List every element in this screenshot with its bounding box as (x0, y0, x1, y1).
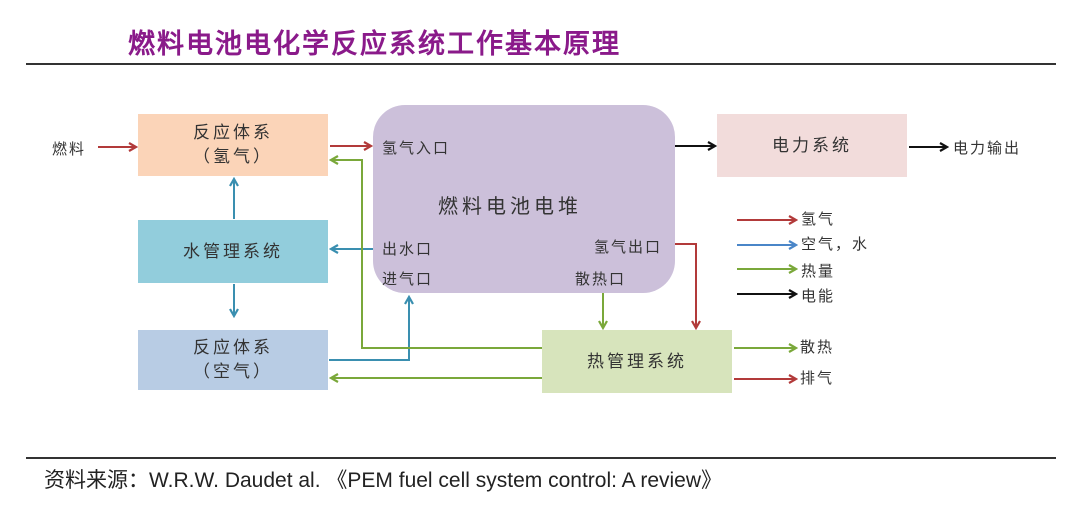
stack-label: 燃料电池电堆 (438, 194, 582, 218)
power-system: 电力系统 (717, 114, 907, 177)
legend-air-water-label: 空气，水 (801, 235, 870, 253)
legend-hydrogen-label: 氢气 (801, 210, 836, 228)
exhaust-label: 排气 (800, 369, 835, 387)
page-title: 燃料电池电化学反应系统工作基本原理 (128, 29, 621, 60)
reaction-hydrogen-line2: （氢气） (193, 147, 273, 167)
reaction-air-line2: （空气） (193, 362, 273, 382)
arrow-air-to-inlet (329, 297, 409, 361)
water-management-system: 水管理系统 (138, 220, 328, 283)
air-inlet-label: 进气口 (382, 270, 434, 288)
arrow-thermal-to-reaction-h2 (331, 160, 542, 349)
legend-heat-label: 热量 (801, 262, 836, 280)
title-divider (26, 63, 1056, 65)
legend-electric-label: 电能 (801, 287, 836, 305)
fuel-cell-stack (373, 105, 675, 293)
arrow-h2-outlet-to-thermal (675, 243, 696, 328)
hydrogen-inlet-label: 氢气入口 (382, 139, 451, 157)
heat-dissipation-label: 散热 (800, 338, 835, 356)
source-note: 资料来源：W.R.W. Daudet al. 《PEM fuel cell sy… (44, 464, 722, 494)
source-text: W.R.W. Daudet al. 《PEM fuel cell system … (149, 469, 723, 492)
fuel-input-label: 燃料 (52, 140, 87, 158)
thermal-management-label: 热管理系统 (587, 351, 687, 372)
water-outlet-label: 出水口 (382, 240, 434, 258)
heat-outlet-label: 散热口 (575, 270, 627, 288)
hydrogen-outlet-label: 氢气出口 (594, 238, 663, 256)
reaction-air-line1: 反应体系 (193, 338, 273, 358)
power-output-label: 电力输出 (953, 139, 1022, 157)
reaction-system-hydrogen: 反应体系 （氢气） (138, 114, 328, 176)
water-management-label: 水管理系统 (183, 241, 283, 262)
reaction-system-air: 反应体系 （空气） (138, 330, 328, 390)
reaction-hydrogen-line1: 反应体系 (193, 123, 273, 143)
thermal-management-system: 热管理系统 (542, 330, 732, 393)
power-system-label: 电力系统 (772, 135, 852, 156)
source-divider (26, 457, 1056, 459)
source-prefix: 资料来源： (44, 468, 149, 492)
